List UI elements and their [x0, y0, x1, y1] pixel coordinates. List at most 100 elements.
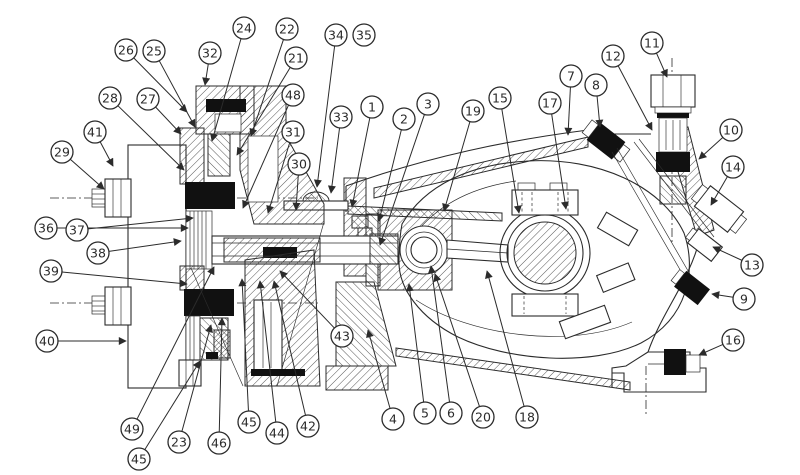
callout-38: 38 — [86, 241, 110, 265]
callout-2-leader — [376, 129, 402, 222]
callout-44: 44 — [265, 421, 289, 445]
svg-text:27: 27 — [140, 92, 156, 107]
fitting-14 — [690, 184, 748, 234]
svg-text:9: 9 — [740, 292, 748, 307]
svg-text:31: 31 — [285, 125, 301, 140]
callout-33-leader — [327, 127, 341, 194]
svg-text:45: 45 — [131, 452, 147, 467]
seal-block-upper — [185, 182, 235, 209]
callout-21-leader — [236, 67, 291, 156]
callout-29: 29 — [50, 140, 74, 164]
seal-stack-lower — [185, 315, 231, 363]
callout-25: 25 — [142, 39, 166, 63]
svg-text:7: 7 — [567, 69, 575, 84]
callout-8-leader — [595, 95, 604, 128]
callout-27-leader — [155, 106, 182, 135]
callout-11-leader — [655, 52, 668, 78]
callout-39: 39 — [39, 259, 63, 283]
callout-46-leader — [217, 317, 226, 433]
svg-text:17: 17 — [542, 96, 558, 111]
callout-18-leader — [485, 270, 525, 407]
callout-10-leader — [698, 137, 724, 160]
callout-19-leader — [442, 121, 471, 212]
svg-text:44: 44 — [269, 426, 285, 441]
svg-text:37: 37 — [69, 223, 85, 238]
callout-13-leader — [712, 246, 743, 261]
packing-rings — [179, 127, 231, 185]
callout-6-leader — [428, 265, 451, 403]
svg-text:22: 22 — [279, 22, 295, 37]
callout-40: 40 — [35, 329, 59, 353]
callout-4: 4 — [381, 407, 405, 431]
callout-32-leader — [202, 63, 211, 86]
callout-41: 41 — [83, 120, 107, 144]
callout-33: 33 — [329, 105, 353, 129]
callout-32: 32 — [198, 41, 222, 65]
svg-text:26: 26 — [118, 43, 134, 58]
svg-text:18: 18 — [519, 410, 535, 425]
callout-26: 26 — [114, 38, 138, 62]
callout-37-leader — [87, 214, 194, 230]
bearing-cap-top — [511, 182, 579, 216]
callout-24: 24 — [232, 16, 256, 40]
bottom-wall — [395, 347, 631, 391]
svg-text:14: 14 — [725, 160, 741, 175]
callout-43-leader — [279, 270, 335, 329]
callout-23-leader — [181, 324, 213, 432]
svg-text:15: 15 — [492, 91, 508, 106]
svg-text:40: 40 — [39, 334, 55, 349]
callout-21: 21 — [284, 46, 308, 70]
bearing-assembly — [499, 182, 639, 340]
callout-18: 18 — [515, 405, 539, 429]
callout-38-leader — [108, 238, 182, 252]
svg-text:23: 23 — [171, 435, 187, 450]
svg-text:5: 5 — [421, 406, 429, 421]
diagonal-stud — [581, 119, 631, 163]
svg-text:33: 33 — [333, 110, 349, 125]
callout-16-leader — [698, 343, 724, 356]
gland-cap — [195, 85, 255, 135]
callout-24-leader — [210, 38, 242, 142]
callout-31-leader — [266, 142, 291, 214]
callout-14-leader — [710, 176, 728, 206]
svg-text:20: 20 — [475, 410, 491, 425]
svg-text:29: 29 — [54, 145, 70, 160]
callout-25-leader — [158, 60, 196, 128]
callout-28-leader — [117, 105, 185, 171]
callout-42: 42 — [296, 414, 320, 438]
callout-45-leader — [238, 278, 249, 412]
left-flange — [127, 144, 187, 389]
callout-13: 13 — [740, 253, 764, 277]
fitting-9 — [670, 269, 710, 306]
callout-20: 20 — [471, 405, 495, 429]
callout-8: 8 — [584, 73, 608, 97]
callout-12-leader — [617, 65, 653, 131]
callout-30: 30 — [287, 152, 311, 176]
callout-30-leader — [292, 174, 301, 211]
callout-31: 31 — [281, 120, 305, 144]
tie-rods — [611, 138, 715, 281]
top-cover-plate — [373, 136, 589, 199]
callout-36: 36 — [34, 216, 58, 240]
svg-text:48: 48 — [285, 88, 301, 103]
callout-45-2: 45 — [127, 447, 151, 471]
svg-text:3: 3 — [424, 97, 432, 112]
callout-22-leader — [249, 39, 284, 137]
svg-text:4: 4 — [389, 412, 397, 427]
bearing-boss-lower — [558, 304, 612, 340]
svg-text:24: 24 — [236, 21, 252, 36]
svg-text:39: 39 — [43, 264, 59, 279]
svg-text:36: 36 — [38, 221, 54, 236]
callout-7: 7 — [559, 64, 583, 88]
callout-5: 5 — [413, 401, 437, 425]
svg-text:45: 45 — [241, 415, 257, 430]
callout-4-leader — [366, 329, 391, 409]
callout-7-leader — [564, 86, 573, 136]
mounting-bolt-bottom — [91, 286, 132, 326]
callout-49-leader — [136, 266, 215, 420]
callout-29-leader — [69, 158, 105, 190]
seal-block-16 — [664, 349, 701, 375]
svg-text:28: 28 — [102, 91, 118, 106]
